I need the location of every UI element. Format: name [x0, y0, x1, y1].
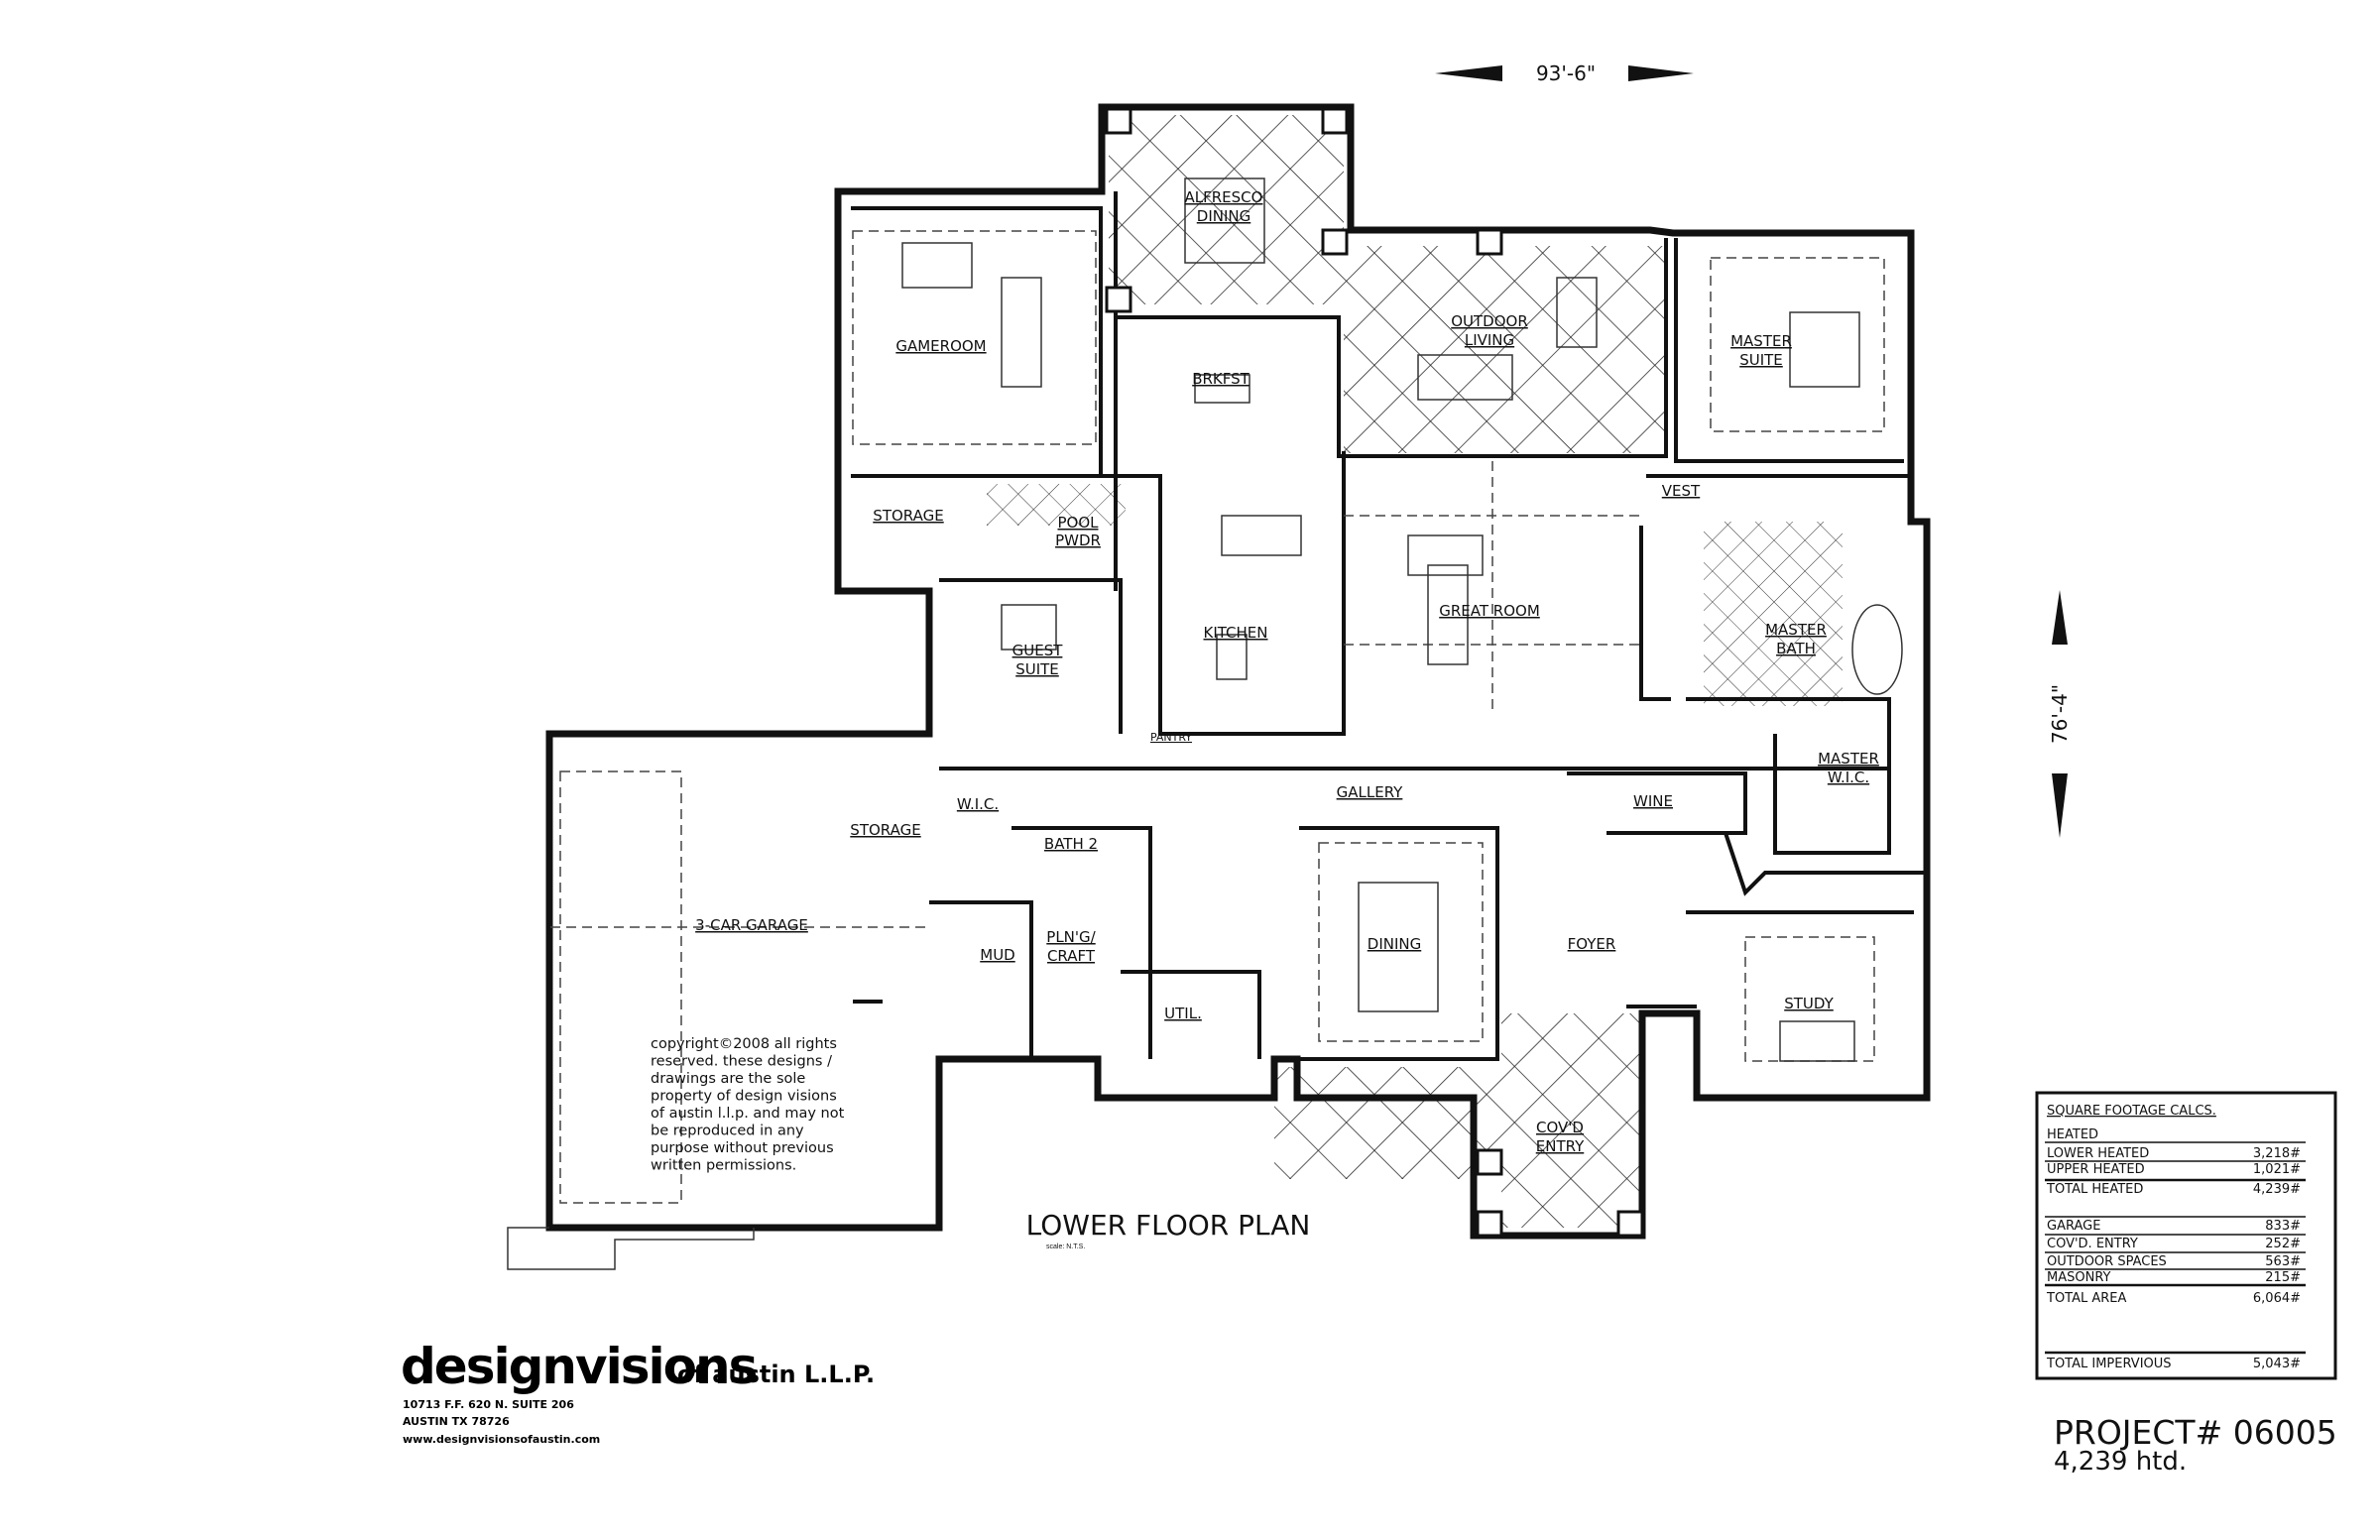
- label-storage-garage: STORAGE: [850, 821, 920, 839]
- label-gallery: GALLERY: [1337, 783, 1404, 801]
- plan-title: LOWER FLOOR PLAN: [1026, 1209, 1311, 1242]
- sqft-row-value: 563#: [2265, 1254, 2301, 1269]
- label-brkfst: BRKFST: [1192, 370, 1250, 388]
- label-vest: VEST: [1662, 482, 1701, 500]
- sqft-row-label: TOTAL IMPERVIOUS: [2046, 1357, 2172, 1371]
- sqft-row-label: GARAGE: [2047, 1219, 2100, 1234]
- label-bath-2: BATH 2: [1044, 835, 1098, 853]
- label-gameroom: GAMEROOM: [895, 337, 986, 355]
- company-address-1: 10713 F.F. 620 N. SUITE 206: [403, 1398, 574, 1411]
- alfresco-hatch: [1109, 115, 1344, 304]
- sqft-row-value: 252#: [2265, 1237, 2301, 1251]
- company-address-2: AUSTIN TX 78726: [403, 1415, 510, 1428]
- sqft-row-value: 1,021#: [2253, 1162, 2301, 1177]
- sqft-row-label: MASONRY: [2047, 1270, 2111, 1285]
- sqft-row-label: LOWER HEATED: [2047, 1146, 2149, 1161]
- sqft-row-value: 6,064#: [2253, 1291, 2301, 1306]
- label-util: UTIL.: [1164, 1005, 1202, 1022]
- label-wic: W.I.C.: [957, 795, 999, 813]
- arrow-down-icon: [2052, 773, 2068, 838]
- label-foyer: FOYER: [1568, 935, 1616, 953]
- arrow-right-icon: [1628, 65, 1694, 81]
- width-dimension: 93'-6": [1536, 61, 1596, 85]
- company-suffix: of austin L.L.P.: [677, 1361, 875, 1388]
- dimension-depth: 76'-4": [2048, 590, 2072, 838]
- sqft-table: SQUARE FOOTAGE CALCS. HEATED LOWER HEATE…: [2035, 1091, 2337, 1380]
- sqft-row-value: 215#: [2265, 1270, 2301, 1285]
- sqft-row-value: 3,218#: [2253, 1146, 2301, 1161]
- project-heated: 4,239 htd.: [2054, 1447, 2187, 1477]
- depth-dimension: 76'-4": [2048, 684, 2072, 744]
- label-wine: WINE: [1633, 792, 1673, 810]
- columns: [1105, 107, 1644, 1238]
- sqft-row-label: COV'D. ENTRY: [2047, 1237, 2138, 1251]
- label-mud: MUD: [980, 946, 1014, 964]
- arrow-up-icon: [2052, 590, 2068, 645]
- label-pantry: PANTRY: [1150, 731, 1192, 744]
- label-dining: DINING: [1368, 935, 1421, 953]
- label-storage: STORAGE: [873, 507, 943, 525]
- sqft-row-value: 833#: [2265, 1219, 2301, 1234]
- plan-scale: scale: N.T.S.: [1046, 1244, 1085, 1250]
- pool-bath-hatch: [987, 484, 1126, 526]
- garage-apron: [507, 1227, 755, 1270]
- sqft-title: SQUARE FOOTAGE CALCS.: [2047, 1104, 2216, 1119]
- sqft-row-label: OUTDOOR SPACES: [2047, 1254, 2167, 1269]
- dashed-lines: [550, 230, 1885, 1204]
- label-study: STUDY: [1784, 995, 1834, 1012]
- covd-entry-hatch: [1501, 1013, 1639, 1228]
- company-website: www.designvisionsofaustin.com: [403, 1433, 600, 1446]
- sqft-row-label: TOTAL AREA: [2046, 1291, 2127, 1306]
- arrow-left-icon: [1435, 65, 1502, 81]
- company-name: designvisions: [401, 1338, 757, 1395]
- furniture: [901, 178, 1903, 1062]
- label-plng-craft: PLN'G/CRAFT: [1046, 928, 1096, 965]
- sqft-row-value: 4,239#: [2253, 1182, 2301, 1197]
- outdoor-living-hatch: [1344, 246, 1666, 453]
- company-logo: designvisions of austin L.L.P. 10713 F.F…: [401, 1338, 875, 1446]
- label-garage: 3-CAR GARAGE: [695, 916, 808, 934]
- hatched-areas: [987, 115, 1843, 1228]
- interior-walls: [851, 191, 1927, 1061]
- porch-hatch: [1274, 1067, 1501, 1179]
- sqft-row-label: TOTAL HEATED: [2046, 1182, 2143, 1197]
- sqft-row-value: 5,043#: [2253, 1357, 2301, 1371]
- label-great-room: GREAT ROOM: [1439, 602, 1540, 620]
- copyright-notice: copyright©2008 all rights reserved. thes…: [651, 1036, 849, 1174]
- dimension-width: 93'-6": [1435, 61, 1694, 85]
- heated-header: HEATED: [2047, 1127, 2098, 1142]
- master-bath-hatch: [1704, 522, 1843, 706]
- project-number: PROJECT# 06005: [2054, 1413, 2337, 1452]
- label-kitchen: KITCHEN: [1204, 624, 1268, 642]
- sqft-row-label: UPPER HEATED: [2047, 1162, 2145, 1177]
